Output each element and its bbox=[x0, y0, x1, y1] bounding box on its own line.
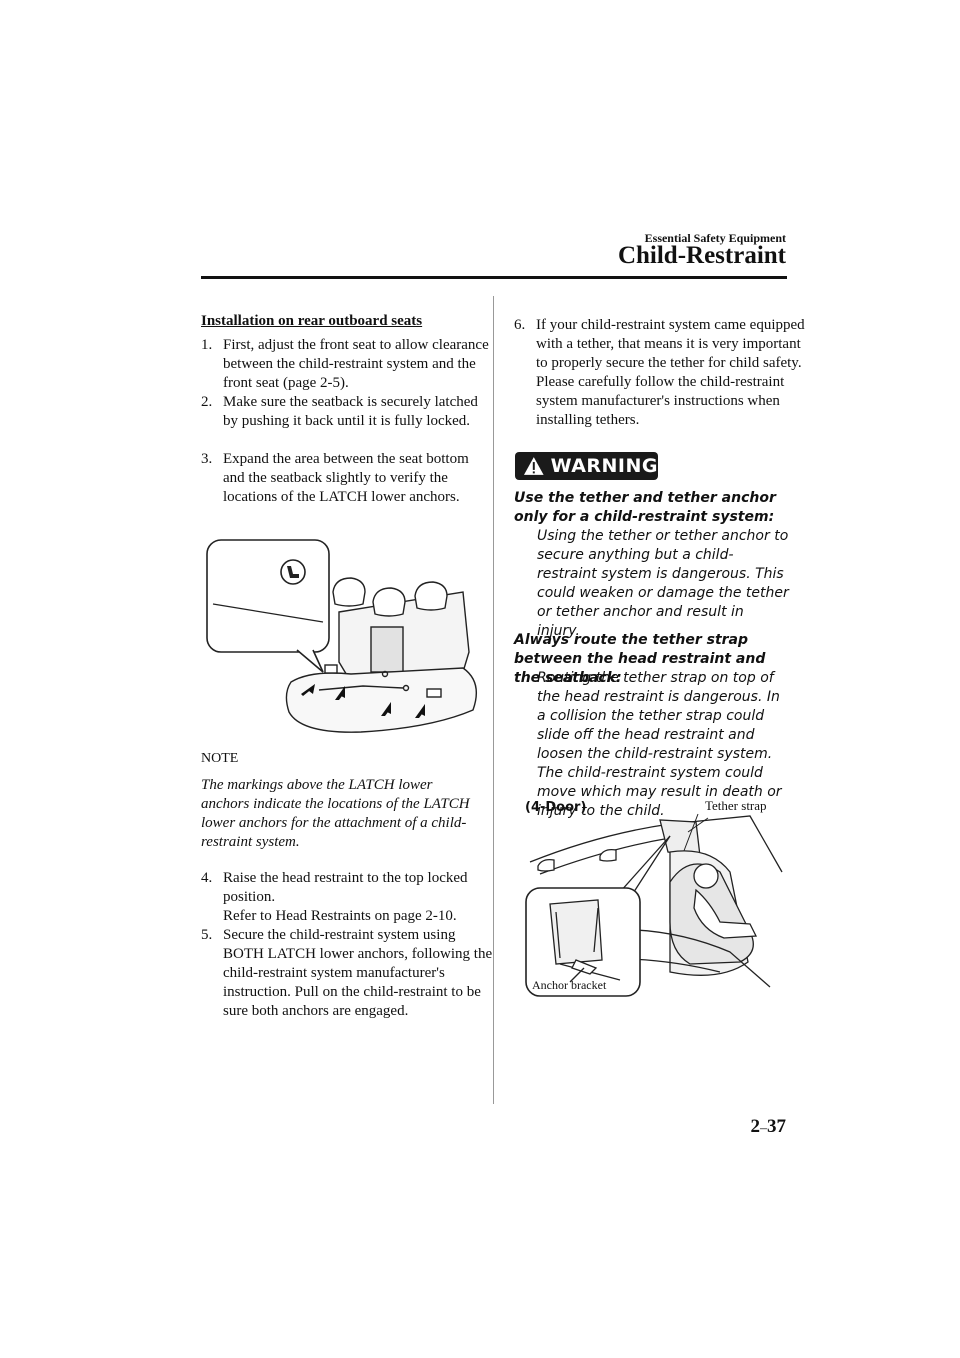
step-4: 4. Raise the head restraint to the top lo… bbox=[201, 869, 493, 926]
warning-body: Using the tether or tether anchor to sec… bbox=[537, 528, 789, 639]
latch-anchor-mark-icon bbox=[280, 559, 306, 585]
warning-label: WARNING bbox=[550, 455, 658, 477]
page-index: 37 bbox=[767, 1116, 786, 1137]
step-6: 6. If your child-restraint system came eq… bbox=[514, 316, 808, 430]
warning-body: Routing the tether strap on top of the h… bbox=[537, 670, 782, 819]
step-text: If your child-restraint system came equi… bbox=[536, 317, 805, 428]
step-3: 3. Expand the area between the seat botto… bbox=[201, 450, 491, 507]
column-divider bbox=[493, 296, 494, 1104]
subheading: Installation on rear outboard seats bbox=[201, 313, 423, 329]
step-text: Expand the area between the seat bottom … bbox=[223, 451, 469, 505]
step-number: 4. bbox=[201, 870, 213, 886]
tether-strap-label: Tether strap bbox=[705, 798, 767, 813]
step-number: 2. bbox=[201, 394, 213, 410]
step-text: First, adjust the front seat to allow cl… bbox=[223, 337, 489, 391]
warning-heading: Use the tether and tether anchor only fo… bbox=[514, 490, 776, 525]
step-text: Secure the child-restraint system using … bbox=[223, 927, 493, 1019]
step-5: 5. Secure the child-restraint system usin… bbox=[201, 926, 493, 1021]
step-number: 1. bbox=[201, 337, 213, 353]
warning-triangle-icon bbox=[523, 457, 544, 475]
step-number: 6. bbox=[514, 317, 526, 333]
rear-seat-illustration bbox=[206, 539, 477, 733]
header-rule bbox=[201, 276, 787, 279]
page-number: 2–37 bbox=[750, 1116, 787, 1137]
step-1: 1. First, adjust the front seat to allow … bbox=[201, 336, 491, 393]
chapter-number: 2 bbox=[750, 1116, 761, 1137]
step-text: Raise the head restraint to the top lock… bbox=[223, 870, 468, 905]
anchor-bracket-label: Anchor bracket bbox=[532, 978, 607, 992]
note-body: The markings above the LATCH lower ancho… bbox=[201, 777, 470, 850]
step-number: 3. bbox=[201, 451, 213, 467]
tether-illustration bbox=[525, 813, 783, 997]
warning-badge: WARNING bbox=[515, 452, 658, 480]
warning-heading: Always route the tether strap between th… bbox=[514, 632, 766, 686]
section-name: Essential Safety Equipment bbox=[644, 231, 786, 245]
figure-variant-label: (4-Door) bbox=[525, 800, 587, 815]
page-title: Child-Restraint bbox=[617, 242, 786, 269]
step-number: 5. bbox=[201, 927, 213, 943]
step-2: 2. Make sure the seatback is securely lat… bbox=[201, 393, 491, 431]
note-title: NOTE bbox=[201, 751, 239, 766]
step-text: Make sure the seatback is securely latch… bbox=[223, 394, 478, 429]
step-text-extra: Refer to Head Restraints on page 2-10. bbox=[223, 908, 457, 924]
